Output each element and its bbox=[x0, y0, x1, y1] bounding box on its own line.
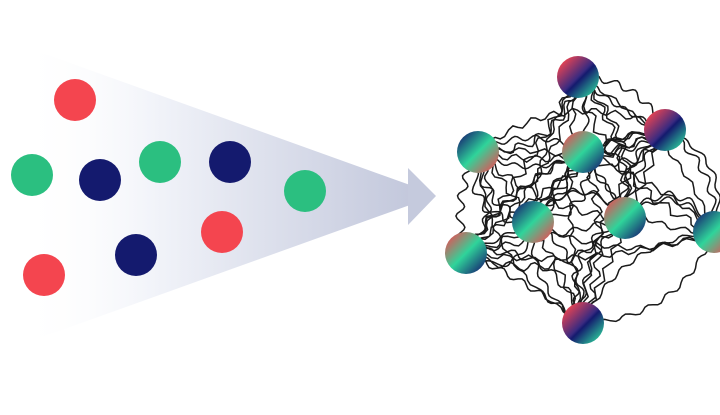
network-edge bbox=[465, 150, 584, 254]
navy-dot bbox=[79, 159, 121, 201]
red-dot bbox=[54, 79, 96, 121]
network-edge bbox=[465, 217, 625, 272]
green-dot bbox=[11, 154, 53, 196]
network-edge bbox=[465, 252, 584, 324]
network-node bbox=[512, 201, 554, 243]
network-node bbox=[604, 197, 646, 239]
network-edge bbox=[465, 127, 666, 254]
green-dot bbox=[284, 170, 326, 212]
network-edge bbox=[664, 129, 720, 233]
network-edge bbox=[571, 217, 626, 324]
network-node bbox=[557, 56, 599, 98]
green-dot bbox=[139, 141, 181, 183]
network-edge bbox=[465, 128, 666, 254]
network-edge bbox=[582, 231, 715, 326]
network-edge bbox=[477, 107, 666, 153]
red-dot bbox=[23, 254, 65, 296]
network-node bbox=[457, 131, 499, 173]
network-nodes bbox=[445, 56, 720, 344]
network-edge bbox=[477, 151, 626, 221]
navy-dot bbox=[115, 234, 157, 276]
navy-dot bbox=[209, 141, 251, 183]
network-edges bbox=[455, 74, 720, 326]
network-edge bbox=[574, 76, 715, 233]
funnel bbox=[20, 45, 410, 345]
network-node bbox=[445, 232, 487, 274]
network-node bbox=[693, 211, 720, 253]
network-edge bbox=[582, 230, 715, 324]
network-node bbox=[644, 109, 686, 151]
network-edge bbox=[576, 76, 631, 219]
input-dots bbox=[11, 79, 326, 296]
network-node bbox=[562, 302, 604, 344]
network-node bbox=[562, 131, 604, 173]
red-dot bbox=[201, 211, 243, 253]
network-edge bbox=[465, 247, 584, 324]
arrow-head bbox=[408, 168, 436, 225]
network-edge bbox=[465, 229, 715, 263]
